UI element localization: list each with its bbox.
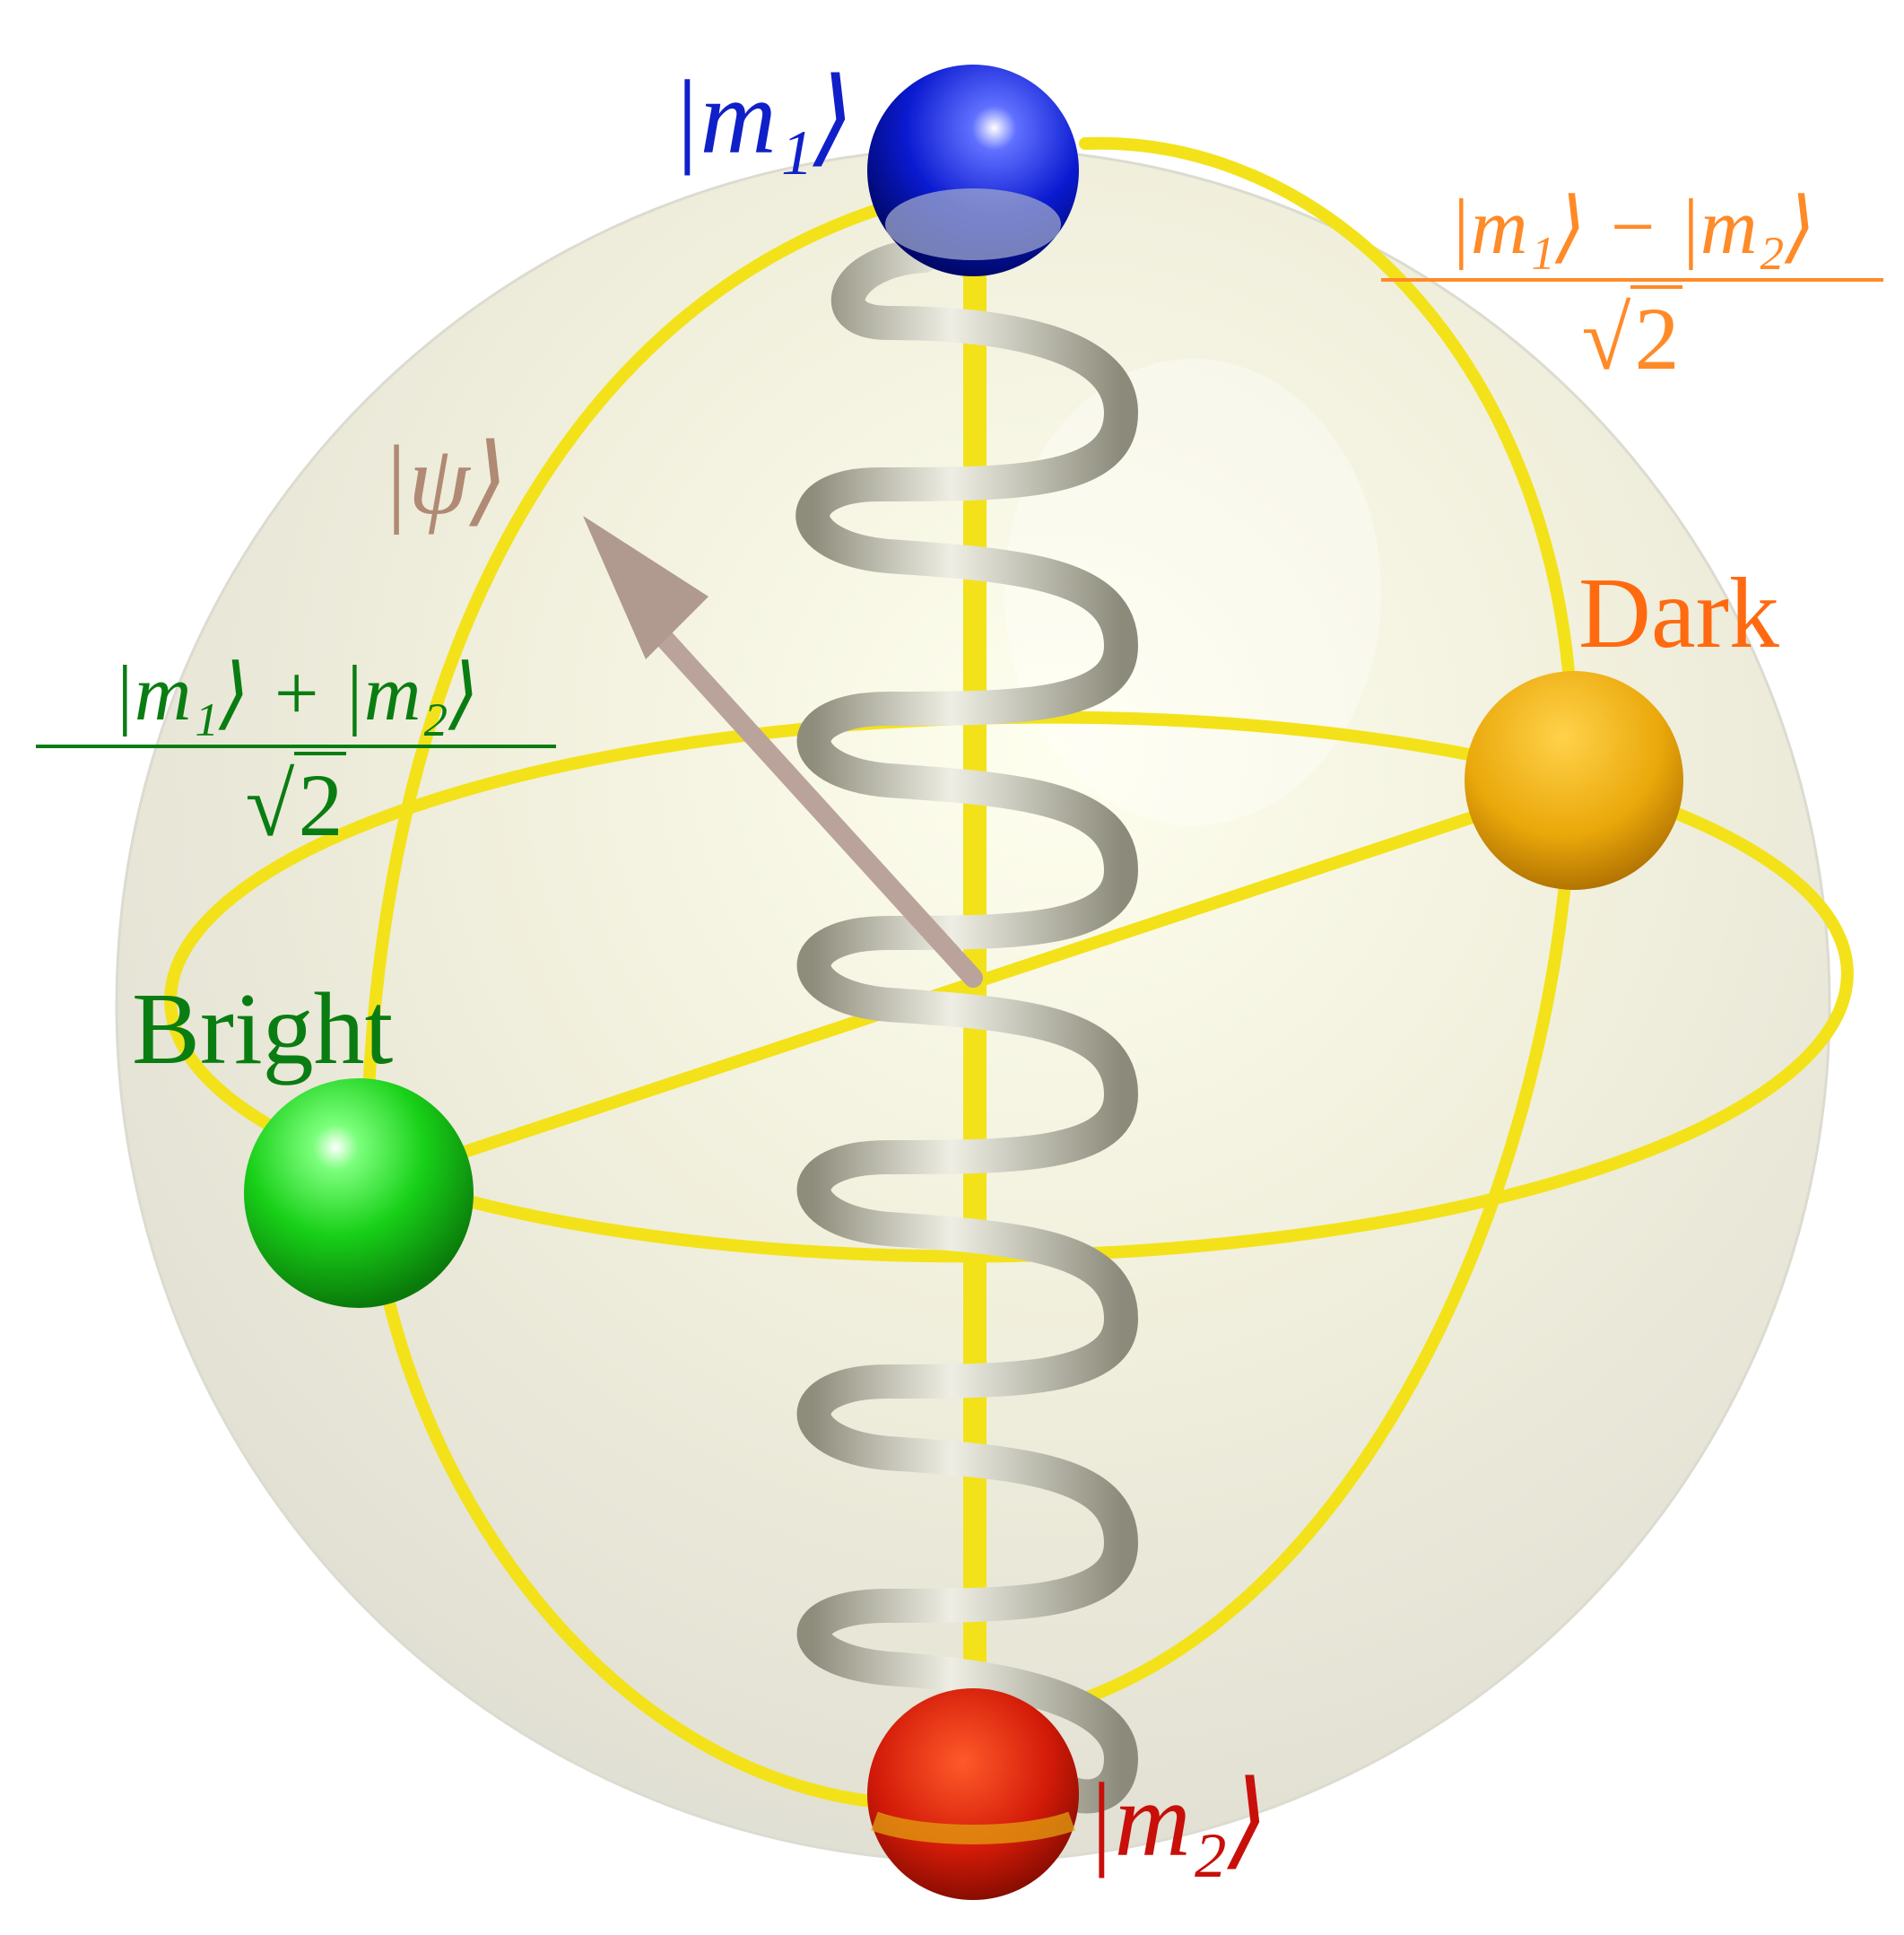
bright-dark-axis xyxy=(415,801,1508,1172)
dark-fraction-denominator: √2 xyxy=(1381,282,1883,388)
bright-sqrt-two: √2 xyxy=(246,752,347,855)
node-bright-green xyxy=(244,1078,474,1308)
dark-sqrt-arg: 2 xyxy=(1630,285,1683,388)
label-dark: Dark xyxy=(1578,558,1779,669)
node-m2-red xyxy=(867,1688,1079,1900)
label-m2: |m₂⟩ xyxy=(1085,1761,1269,1878)
bright-fraction-numerator: |m₁⟩ + |m₂⟩ xyxy=(112,650,480,737)
spring-coil xyxy=(796,239,1139,1814)
dark-sqrt-two: √2 xyxy=(1582,285,1683,388)
bright-fraction-denominator: √2 xyxy=(36,748,556,855)
bright-sqrt-arg: 2 xyxy=(294,752,347,855)
node-m1-lower-band xyxy=(885,188,1061,260)
node-dark-orange xyxy=(1465,671,1683,890)
label-bright: Bright xyxy=(132,972,394,1085)
bright-fraction-bar xyxy=(36,745,556,748)
dark-sqrt-sign: √ xyxy=(1581,289,1631,388)
dark-fraction-bar xyxy=(1381,278,1883,282)
bright-state-fraction: |m₁⟩ + |m₂⟩ √2 xyxy=(36,650,556,855)
bright-sqrt-sign: √ xyxy=(245,755,295,855)
dark-fraction-numerator: |m₁⟩ − |m₂⟩ xyxy=(1448,184,1816,271)
psi-arrow xyxy=(583,516,983,988)
label-m1: |m₁⟩ xyxy=(671,58,855,176)
dark-state-fraction: |m₁⟩ − |m₂⟩ √2 xyxy=(1381,184,1883,388)
label-psi: |ψ⟩ xyxy=(381,425,509,535)
node-m2-stripe xyxy=(871,1811,1075,1844)
